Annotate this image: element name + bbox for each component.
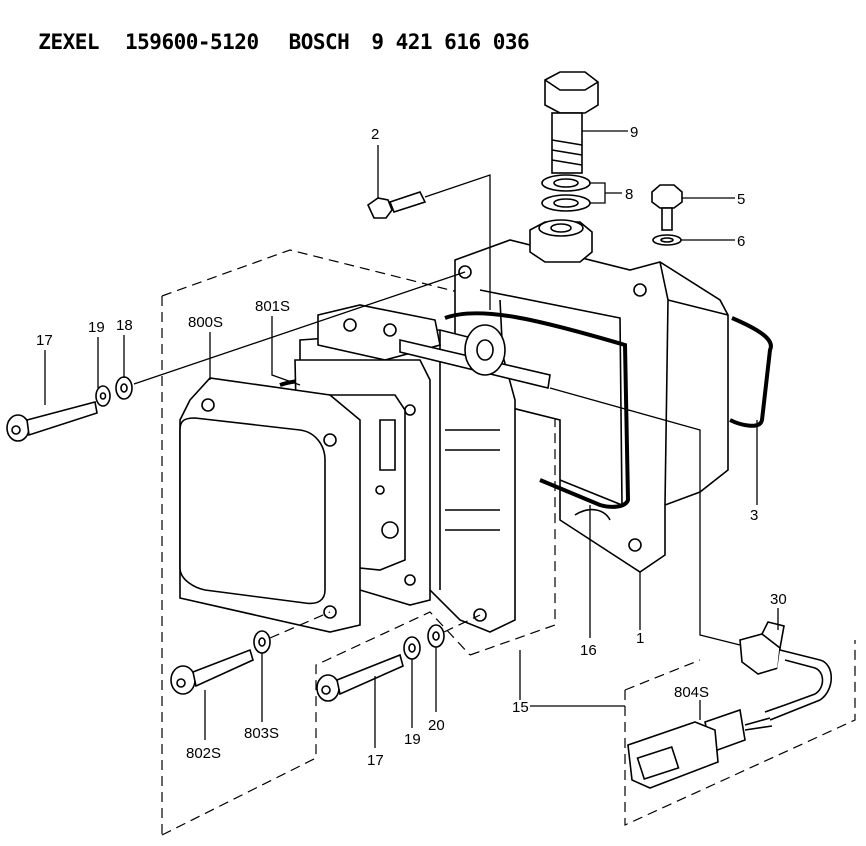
callout-15: 15: [512, 699, 529, 716]
callout-labels: 2 9 8 5 6 3 16 1 15 17 19 18 800S 801S 8…: [36, 124, 787, 769]
front-cover: [179, 377, 361, 633]
screw-and-washer: [651, 184, 683, 246]
drawing-header: ZEXEL 159600-5120 BOSCH 9 421 616 036: [14, 6, 529, 54]
callout-2: 2: [371, 126, 379, 143]
callout-19-left: 19: [88, 319, 105, 336]
cover-bolt-802s: [170, 611, 331, 695]
connector-harness: [549, 387, 833, 789]
callout-17-bottom: 17: [367, 752, 384, 769]
callout-6: 6: [737, 233, 745, 250]
callout-3: 3: [750, 507, 758, 524]
callout-19-bottom: 19: [404, 731, 421, 748]
header-brand-bosch: BOSCH: [288, 30, 350, 54]
callout-803s: 803S: [244, 725, 279, 742]
callout-9: 9: [630, 124, 638, 141]
banjo-bolt: [544, 71, 599, 174]
pump-housing: [444, 239, 773, 573]
sealing-washers: [541, 174, 591, 212]
callout-17-left: 17: [36, 332, 53, 349]
bolt-17-left: [6, 271, 466, 442]
callout-804s: 804S: [674, 684, 709, 701]
callout-18: 18: [116, 317, 133, 334]
callout-16: 16: [580, 642, 597, 659]
header-part-number-zexel: 159600-5120: [125, 30, 259, 54]
callout-800s: 800S: [188, 314, 223, 331]
header-brand-zexel: ZEXEL: [38, 30, 100, 54]
header-part-number-bosch: 9 421 616 036: [371, 30, 530, 54]
callout-8: 8: [625, 186, 633, 203]
callout-20: 20: [428, 717, 445, 734]
bolt-17-bottom: [316, 614, 481, 702]
callout-802s: 802S: [186, 745, 221, 762]
assembly-group-boundaries: [161, 249, 856, 836]
callout-5: 5: [737, 191, 745, 208]
bolt-2: [366, 174, 491, 310]
leader-lines: [44, 130, 779, 748]
callout-1: 1: [636, 630, 644, 647]
callout-801s: 801S: [255, 298, 290, 315]
callout-30: 30: [770, 591, 787, 608]
fitting-nut: [529, 219, 593, 263]
